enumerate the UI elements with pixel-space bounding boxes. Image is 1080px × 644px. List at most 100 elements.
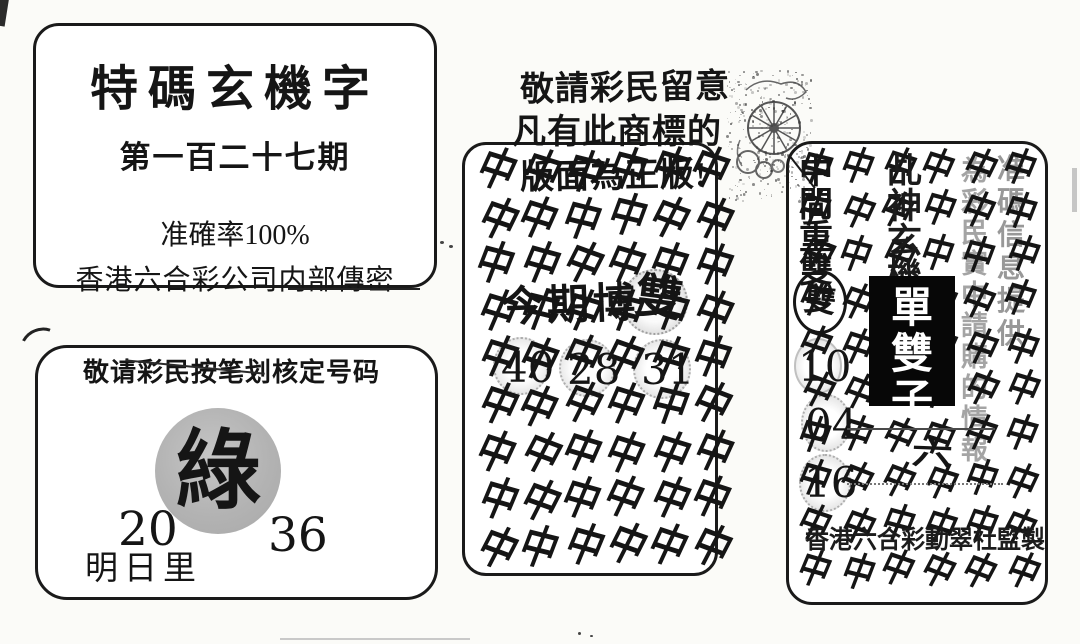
stamp-grain <box>767 106 770 109</box>
stamp-grain <box>758 103 760 105</box>
stamp-grain <box>737 180 740 184</box>
stamp-grain <box>809 144 812 147</box>
stamp-grain <box>797 183 800 186</box>
vertical-char: 彩 <box>961 187 988 217</box>
stamp-grain <box>796 161 799 164</box>
stamp-grain <box>797 184 801 188</box>
stamp-grain <box>808 98 811 101</box>
stamp-grain <box>765 158 768 162</box>
stamp-grain <box>779 181 782 184</box>
stamp-grain <box>748 115 752 119</box>
stamp-grain <box>791 104 795 107</box>
stamp-grain <box>728 81 730 83</box>
stamp-grain <box>751 91 754 95</box>
stamp-grain <box>756 73 759 76</box>
stamp-grain <box>787 143 790 146</box>
stamp-grain <box>783 155 787 158</box>
stamp-grain <box>809 102 811 104</box>
grid-char: 中 <box>998 322 1047 373</box>
stamp-grain <box>757 90 760 93</box>
circled-double-char-right: 雙 <box>802 280 838 320</box>
stamp-grain <box>772 107 776 110</box>
stamp-grain <box>757 135 761 138</box>
stamp-grain <box>735 165 739 169</box>
stamp-grain <box>758 156 761 158</box>
stamp-grain <box>768 98 772 101</box>
stamp-grain <box>783 175 786 178</box>
notice-line-1: 敬請彩民留意 <box>519 68 731 109</box>
stamp-grain <box>806 146 808 148</box>
stamp-grain <box>764 107 768 111</box>
stamp-grain <box>802 90 805 94</box>
stamp-grain <box>735 199 737 202</box>
stamp-grain <box>791 128 794 131</box>
stamp-grain <box>762 163 765 165</box>
grid-char: 中 <box>834 141 882 192</box>
stamp-grain <box>778 70 782 73</box>
stamp-grain <box>739 74 741 76</box>
stamp-grain <box>766 118 770 122</box>
stamp-grain <box>739 179 742 182</box>
stamp-grain <box>779 161 782 164</box>
stamp-grain <box>740 110 744 114</box>
stamp-grain <box>809 79 812 82</box>
stamp-grain <box>765 126 767 128</box>
stamp-grain <box>777 79 781 82</box>
stamp-grain <box>759 111 763 115</box>
stamp-grain <box>737 81 740 84</box>
stamp-grain <box>804 84 807 87</box>
stamp-grain <box>726 78 729 80</box>
stamp-grain <box>738 104 741 107</box>
stamp-grain <box>809 159 812 163</box>
stamp-grain <box>778 120 781 123</box>
stamp-grain <box>755 137 757 139</box>
stamp-grain <box>786 131 789 135</box>
wheel-stamp-svg <box>736 80 807 179</box>
pick-circle-31 <box>633 339 691 399</box>
stamp-grain <box>776 168 779 171</box>
stamp-grain <box>806 154 809 157</box>
stamp-grain <box>758 192 761 195</box>
stamp-grain <box>726 84 729 87</box>
stamp-grain <box>771 137 774 140</box>
stamp-grain <box>790 166 793 169</box>
stamp-grain <box>776 122 780 125</box>
stamp-grain <box>764 153 767 155</box>
stamp-grain <box>792 99 794 101</box>
stamp-grain <box>809 132 812 134</box>
faint-column-provide: 准碼信息提供 <box>997 156 1025 354</box>
stamp-grain <box>781 191 783 193</box>
stamp-grain <box>734 90 736 92</box>
vertical-char: 信 <box>997 220 1026 251</box>
stamp-grain <box>786 122 789 125</box>
grid-char: 中 <box>557 517 612 575</box>
stamp-grain <box>768 167 772 171</box>
stamp-grain <box>803 155 806 158</box>
stamp-grain <box>756 172 759 176</box>
vertical-char: 神 <box>887 187 923 226</box>
stamp-grain <box>765 162 768 164</box>
stamp-grain <box>753 75 755 77</box>
stamp-grain <box>759 113 761 115</box>
stamp-grain <box>802 178 806 182</box>
stamp-grain <box>777 128 779 130</box>
page-title: 特碼玄機字 <box>89 63 380 116</box>
stamp-grain <box>802 176 805 179</box>
stamp-grain <box>796 78 799 81</box>
stamp-grain <box>789 75 791 77</box>
stamp-grain <box>783 106 787 110</box>
stamp-grain <box>743 71 746 74</box>
vertical-char: 碼 <box>997 187 1026 218</box>
grid-char: 中 <box>835 547 882 598</box>
vertical-char: 的 <box>961 373 988 403</box>
vertical-char: 中 <box>799 154 833 191</box>
stamp-grain <box>802 186 805 188</box>
stamp-grain <box>789 187 792 189</box>
stamp-grain <box>787 154 790 157</box>
stamp-grain <box>778 94 780 96</box>
pick-circle-10 <box>794 338 842 394</box>
stamp-grain <box>788 181 791 183</box>
stamp-grain <box>742 115 745 118</box>
stamp-grain <box>736 153 739 155</box>
grid-char: 中 <box>958 453 1005 504</box>
